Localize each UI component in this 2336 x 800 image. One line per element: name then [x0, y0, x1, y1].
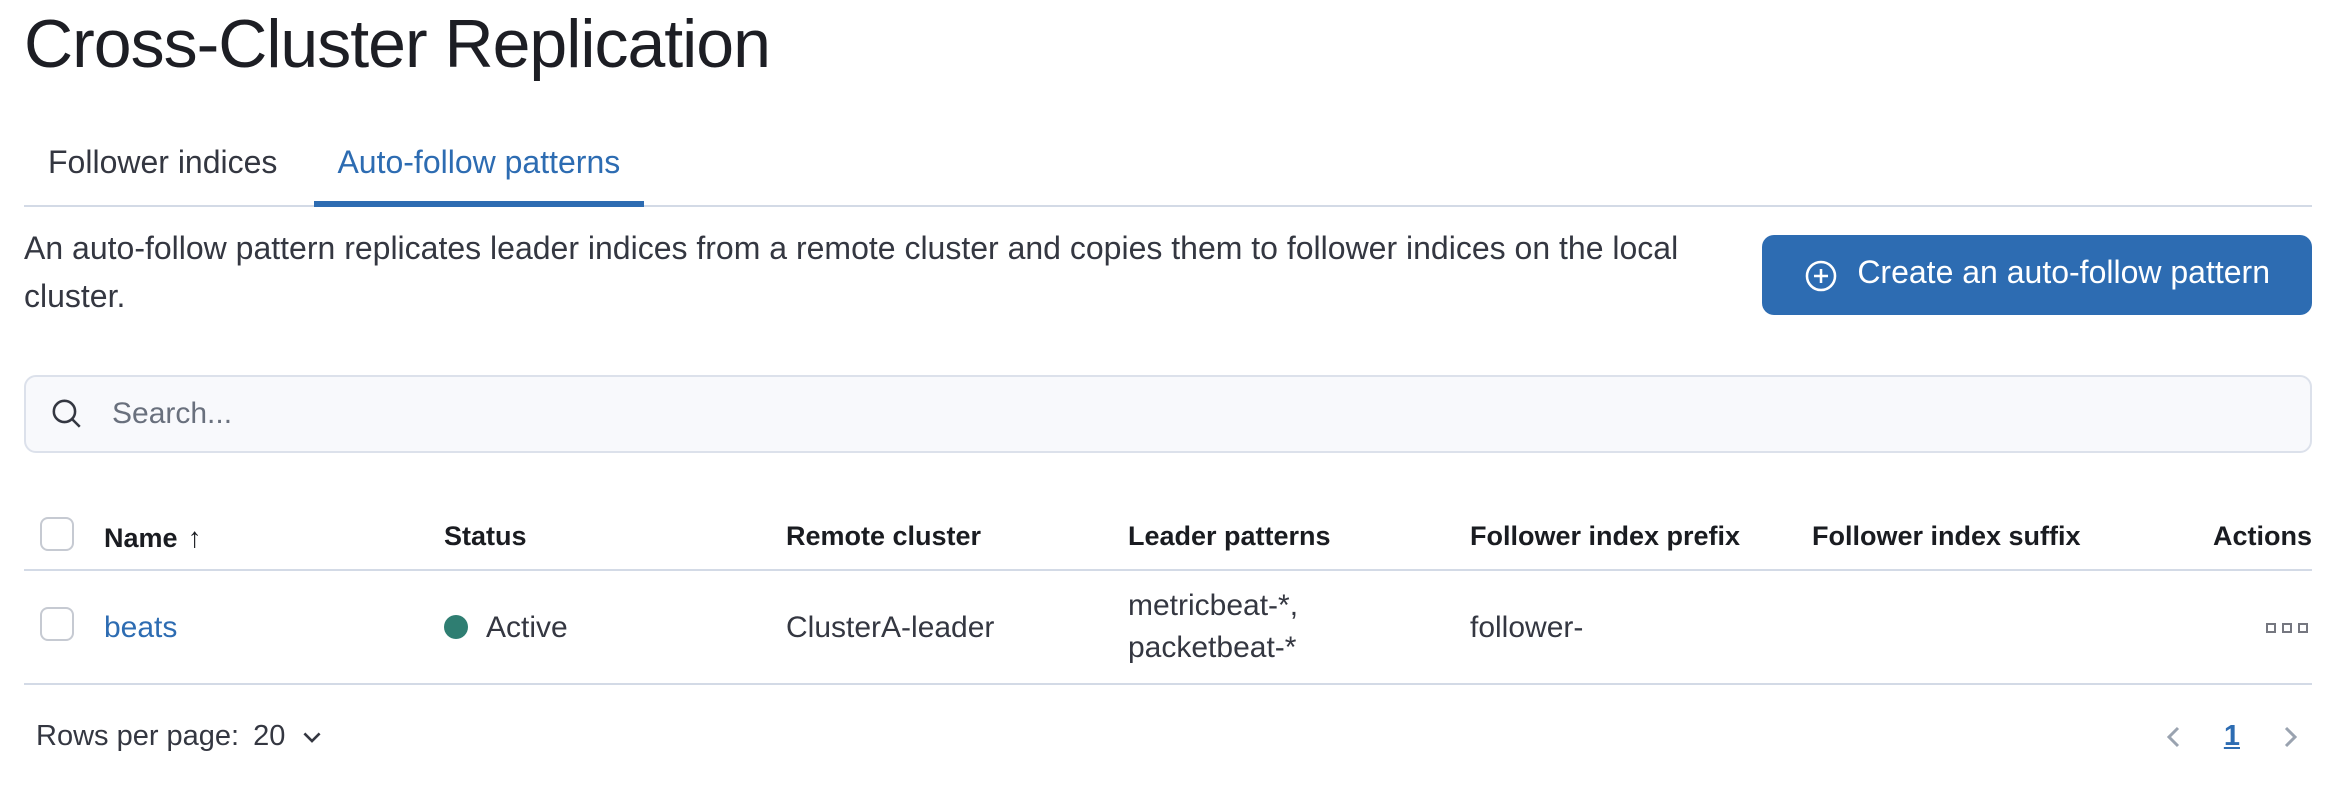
column-header-remote-cluster: Remote cluster: [786, 521, 982, 551]
tab-auto-follow-patterns[interactable]: Auto-follow patterns: [313, 127, 645, 207]
table-row: beats Active ClusterA-leader metricbeat-…: [24, 571, 2312, 685]
search-input[interactable]: [108, 395, 2286, 433]
sort-ascending-arrow-icon: ↑: [187, 520, 202, 552]
column-header-follower-index-prefix: Follower index prefix: [1470, 521, 1741, 551]
create-button-label: Create an auto-follow pattern: [1857, 257, 2270, 291]
page-description: An auto-follow pattern replicates leader…: [24, 233, 1679, 315]
page-number-1[interactable]: 1: [2223, 721, 2240, 753]
chevron-down-icon: [299, 725, 323, 749]
next-page-button[interactable]: [2268, 719, 2312, 755]
rows-per-page-button[interactable]: Rows per page: 20: [24, 721, 323, 753]
table-footer: Rows per page: 20 1: [24, 719, 2312, 755]
search-bar: [24, 375, 2312, 453]
pagination: 1: [2152, 719, 2312, 755]
search-icon: [50, 397, 84, 431]
create-auto-follow-pattern-button[interactable]: Create an auto-follow pattern: [1761, 235, 2312, 315]
page-title: Cross-Cluster Replication: [24, 7, 771, 83]
rows-per-page-label: Rows per page:: [36, 721, 240, 753]
select-all-checkbox[interactable]: [40, 516, 74, 550]
chevron-right-icon: [2276, 723, 2304, 751]
follower-index-prefix-cell: follower-: [1470, 610, 1584, 644]
row-checkbox[interactable]: [40, 606, 74, 640]
previous-page-button[interactable]: [2152, 719, 2196, 755]
column-header-status: Status: [444, 521, 527, 551]
row-select-cell: [24, 606, 104, 648]
column-header-follower-index-suffix: Follower index suffix: [1812, 521, 2081, 551]
status-cell: Active: [444, 610, 786, 644]
tab-follower-indices[interactable]: Follower indices: [48, 147, 278, 181]
column-header-name-label: Name: [104, 522, 178, 552]
tab-bar: Follower indices Auto-follow patterns: [24, 127, 2312, 207]
pattern-name-cell: beats: [104, 610, 444, 644]
rows-per-page-value: 20: [253, 721, 286, 753]
column-header-name[interactable]: Name ↑: [104, 520, 444, 552]
chevron-left-icon: [2160, 723, 2188, 751]
intro-row: An auto-follow pattern replicates leader…: [24, 227, 2312, 323]
leader-patterns-cell: metricbeat-*, packetbeat-*: [1128, 589, 1299, 665]
pattern-name-link[interactable]: beats: [104, 610, 178, 644]
cross-cluster-replication-page: Cross-Cluster Replication Follower indic…: [0, 7, 2336, 800]
plus-in-circle-icon: [1803, 258, 1837, 292]
column-header-leader-patterns: Leader patterns: [1128, 521, 1331, 551]
remote-cluster-cell: ClusterA-leader: [786, 610, 995, 644]
boxes-horizontal-icon[interactable]: [2262, 618, 2312, 636]
column-header-actions: Actions: [2212, 521, 2312, 551]
table-header-row: Name ↑ Status Remote cluster Leader patte…: [24, 503, 2312, 571]
row-actions-cell: [2200, 618, 2312, 636]
status-label: Active: [486, 610, 568, 644]
select-all-cell: [24, 516, 104, 556]
status-active-dot-icon: [444, 615, 468, 639]
